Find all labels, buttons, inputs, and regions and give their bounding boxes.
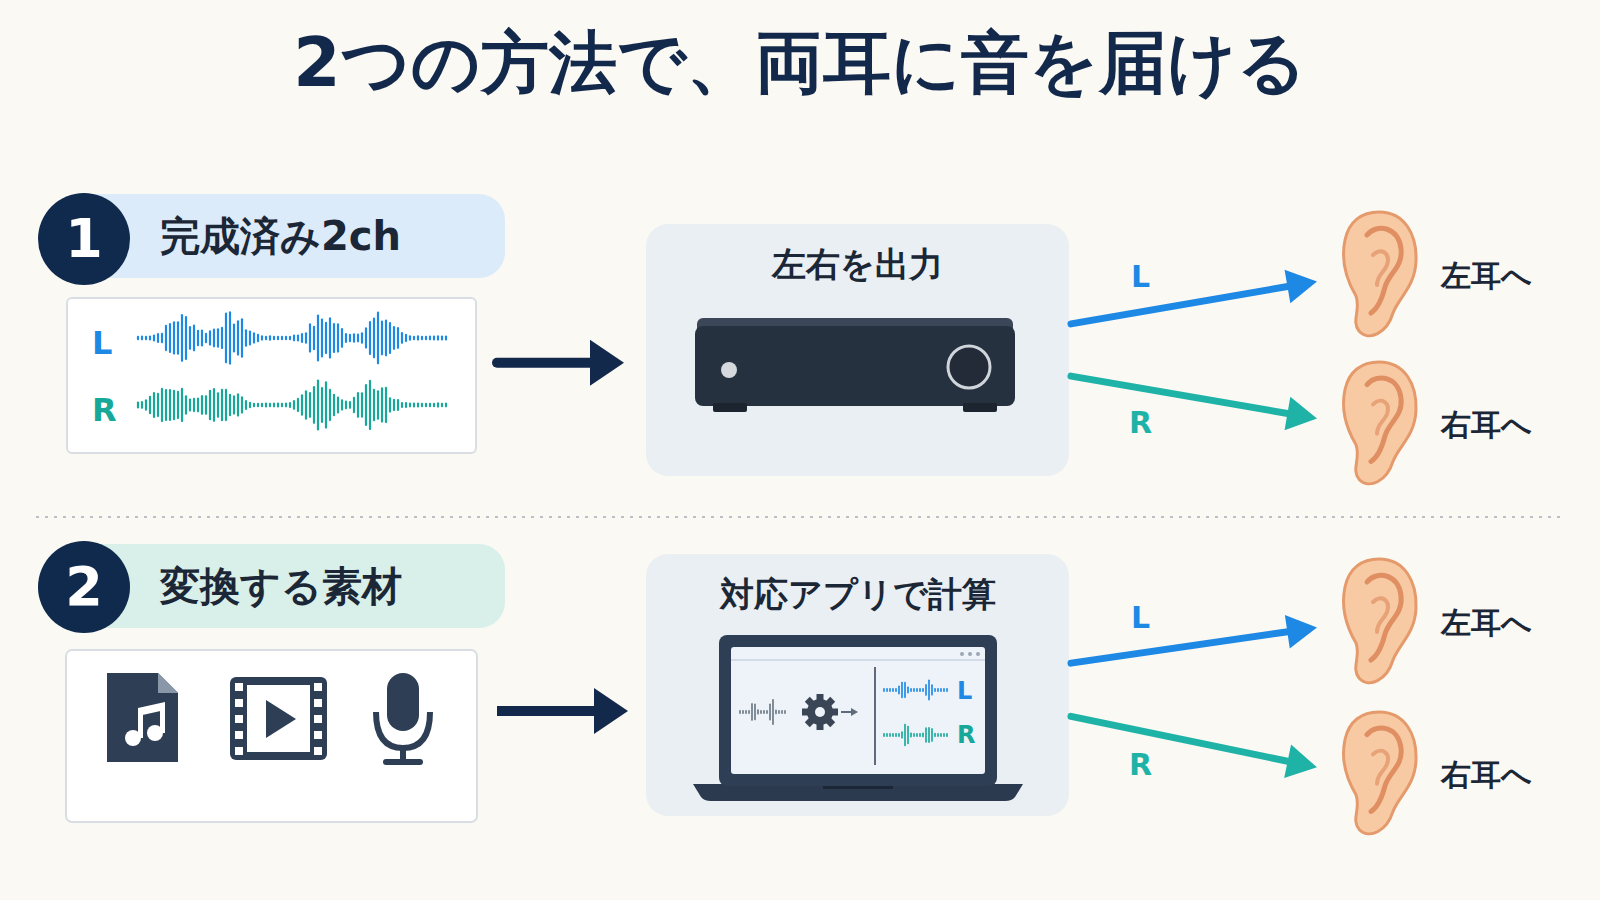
screen-channel-label: R [957,723,975,747]
process-box: 対応アプリで計算 [646,554,1069,816]
connector-arrow [1071,376,1317,430]
channel-label: L [1131,262,1150,292]
node-text: 左耳へ [1441,608,1532,638]
step-number: 2 [38,541,130,633]
ear-helix [1367,575,1401,660]
node-text: 完成済み2ch [160,209,401,264]
ear-helix [1367,728,1401,811]
arrow-head [1285,397,1317,431]
arrow-head [1284,745,1317,778]
ear-outline [1337,709,1418,840]
layout-arrow [497,688,628,734]
connector-line [497,358,597,368]
connector-arrow [1071,615,1317,663]
process-box: 左右を出力 [646,224,1069,476]
connector-line [1071,286,1293,324]
stereo-source-box: LR [66,297,477,454]
node-text: 右耳へ [1441,410,1532,440]
channel-label: L [1131,603,1150,633]
node-text: 左右を出力 [646,244,1069,285]
ear-shape: 左耳へ [1337,556,1418,689]
channel-label: R [1129,750,1152,780]
ear-inner [1373,251,1388,285]
ear-inner [1373,401,1388,434]
arrow-head [590,340,624,386]
step-heading: 変換する素材 [82,544,505,628]
node-text: 1 [65,212,103,266]
diagram-title: 2つの方法で、両耳に音を届ける [0,22,1600,104]
node-text: 変換する素材 [160,559,402,614]
video-icon [230,677,327,760]
node-text: 2 [65,560,103,614]
ear-outline [1337,556,1418,689]
connector-arrow [1071,716,1317,778]
node-text: L [92,327,112,359]
microphone-icon [376,673,430,762]
connector-line [1071,631,1293,663]
arrow-head [1285,615,1317,649]
ear-helix [1367,228,1401,313]
node-text: 左耳へ [1441,261,1532,291]
connector-line [1071,376,1293,414]
ear-inner [1373,751,1388,784]
music-file-icon [107,673,178,762]
arrow-head [1285,270,1317,304]
ear-shape: 左耳へ [1337,209,1418,342]
ear-outer [1344,362,1416,484]
ear-shape: 右耳へ [1337,359,1418,490]
ear-outline [1337,359,1418,490]
ear-helix [1367,378,1401,461]
channel-label: R [1129,408,1152,438]
node-text: R [92,394,117,426]
divider-line [36,516,1566,518]
material-box [66,650,477,822]
ear-outer [1344,559,1416,683]
node-text: 対応アプリで計算 [646,574,1069,615]
node-text: 右耳へ [1441,760,1532,790]
step-number: 1 [38,193,130,285]
ear-outer [1344,712,1416,834]
ear-outline [1337,209,1418,342]
step-heading: 完成済み2ch [82,194,505,278]
connector-line [1071,716,1294,762]
screen-channel-label: L [957,679,972,703]
ear-shape: 右耳へ [1337,709,1418,840]
connector-arrow [497,340,624,386]
connector-arrow [1071,270,1317,324]
ear-outer [1344,212,1416,336]
ear-inner [1373,598,1388,632]
